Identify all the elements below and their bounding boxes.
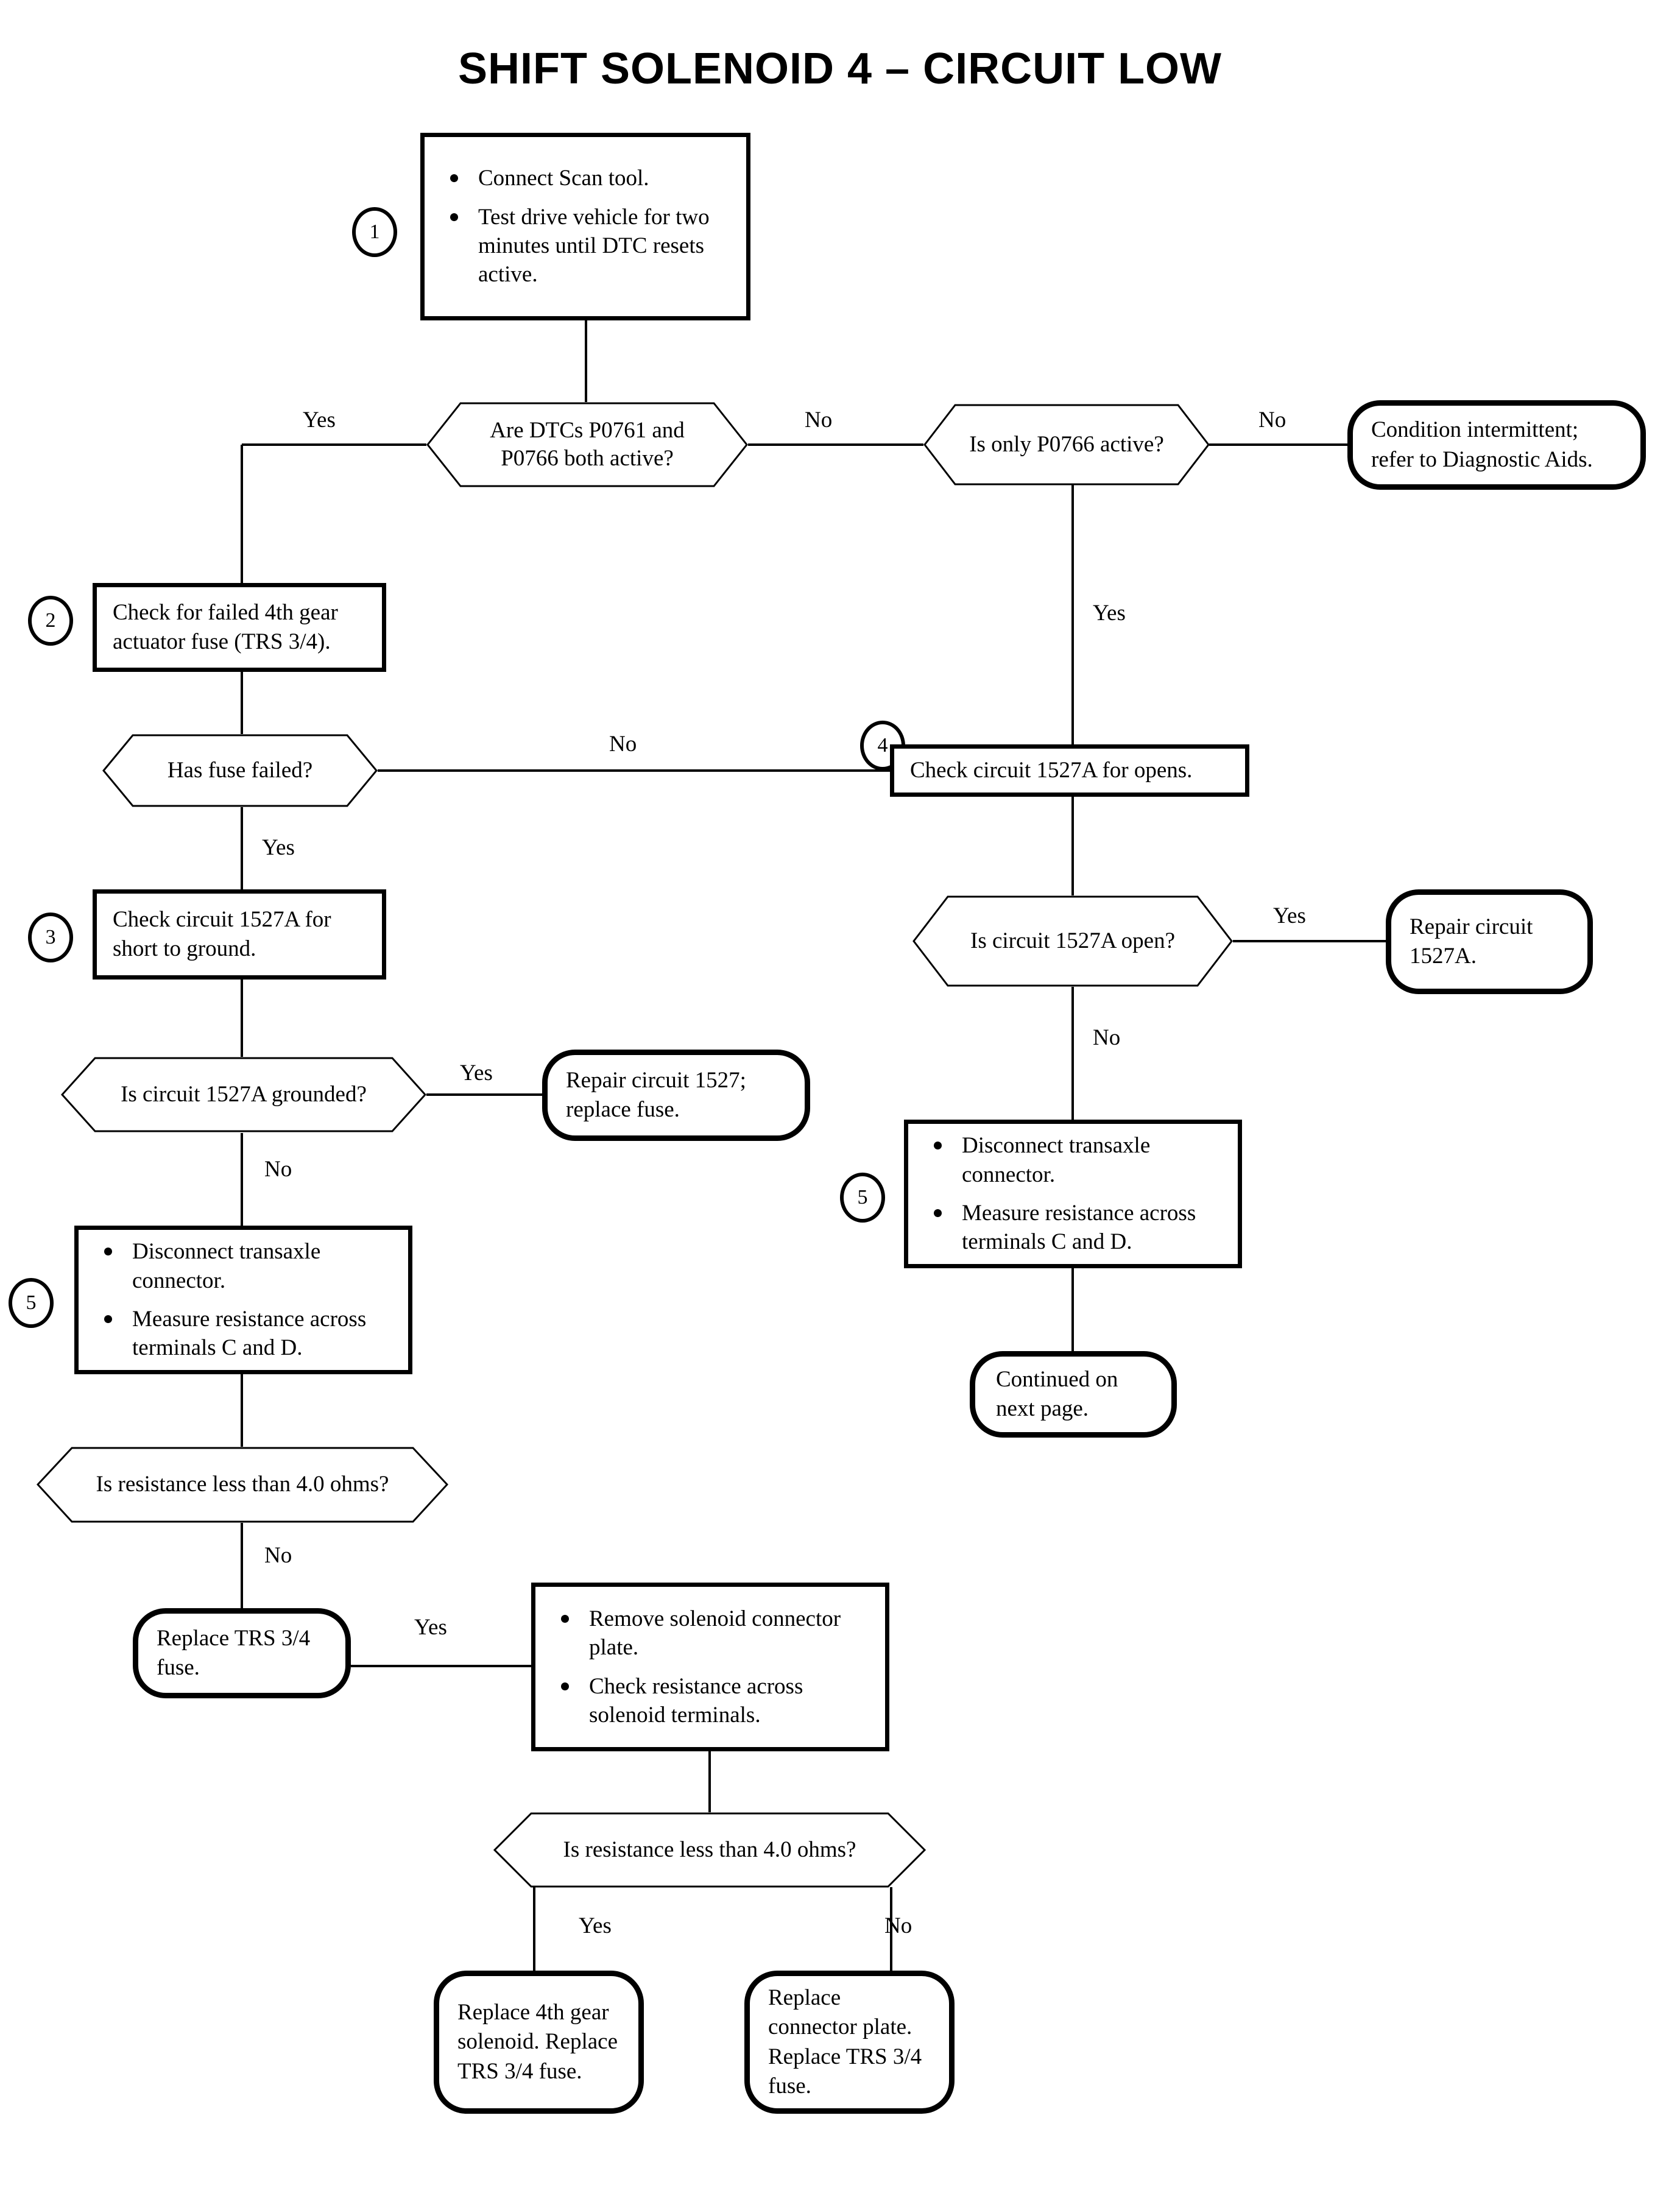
step1-bullet-2: Test drive vehicle for two minutes until…	[440, 203, 730, 289]
edge-label-grounded-no: No	[264, 1157, 292, 1182]
edge-label-grounded-yes: Yes	[460, 1061, 493, 1086]
step-marker-2-label: 2	[45, 609, 56, 632]
node-step1-connect-scan-tool[interactable]: Connect Scan tool. Test drive vehicle fo…	[420, 133, 750, 320]
node-terminal-continued-next-page[interactable]: Continued on next page.	[970, 1351, 1177, 1438]
node-step5-right-disconnect-measure[interactable]: Disconnect transaxle connector. Measure …	[904, 1120, 1242, 1268]
node-decision-resistance-less-than-4-ohms-2[interactable]: Is resistance less than 4.0 ohms?	[493, 1812, 926, 1888]
node-step2-check-failed-fuse[interactable]: Check for failed 4th gear actuator fuse …	[93, 583, 386, 672]
node-decision-resistance-less-than-4-ohms-1[interactable]: Is resistance less than 4.0 ohms?	[37, 1447, 448, 1523]
decision-only-p0766-label: Is only P0766 active?	[969, 431, 1164, 457]
edge-label-dtcs-yes: Yes	[303, 408, 336, 432]
node-step4-check-circuit-opens[interactable]: Check circuit 1527A for opens.	[890, 744, 1249, 797]
step-marker-3-label: 3	[45, 926, 56, 948]
node-terminal-replace-trs-fuse[interactable]: Replace TRS 3/4 fuse.	[133, 1608, 351, 1698]
step-marker-1: 1	[352, 207, 397, 257]
node-decision-has-fuse-failed[interactable]: Has fuse failed?	[102, 734, 378, 807]
node-terminal-repair-circuit-1527a[interactable]: Repair circuit 1527A.	[1386, 889, 1593, 994]
node-terminal-replace-4th-gear-solenoid[interactable]: Replace 4th gear solenoid. Replace TRS 3…	[434, 1971, 644, 2114]
step-marker-5-right: 5	[840, 1173, 885, 1223]
edge-label-only-p0766-no: No	[1258, 408, 1286, 432]
edge-label-circuit-open-no: No	[1093, 1025, 1121, 1050]
step-marker-3: 3	[28, 913, 73, 962]
terminal-replace-trs-fuse-label: Replace TRS 3/4 fuse.	[157, 1625, 311, 1680]
terminal-repair-1527-replace-fuse-label: Repair circuit 1527; replace fuse.	[566, 1067, 746, 1122]
node-terminal-replace-connector-plate[interactable]: Replace connector plate. Replace TRS 3/4…	[744, 1971, 955, 2114]
page-title: SHIFT SOLENOID 4 – CIRCUIT LOW	[457, 44, 1223, 93]
step5-right-bullet-2: Measure resistance across terminals C an…	[924, 1199, 1222, 1257]
edge-label-resistance2-no: No	[884, 1913, 912, 1938]
decision-resistance-2-label: Is resistance less than 4.0 ohms?	[563, 1837, 856, 1862]
step4-label: Check circuit 1527A for opens.	[910, 757, 1193, 783]
step-marker-2: 2	[28, 596, 73, 646]
decision-resistance-1-label: Is resistance less than 4.0 ohms?	[96, 1472, 389, 1497]
node-decision-only-p0766-active[interactable]: Is only P0766 active?	[923, 404, 1210, 485]
edge-label-only-p0766-yes: Yes	[1093, 601, 1126, 626]
step2-label: Check for failed 4th gear actuator fuse …	[113, 599, 338, 654]
node-step3-check-short-to-ground[interactable]: Check circuit 1527A for short to ground.	[93, 889, 386, 980]
terminal-repair-1527a-label: Repair circuit 1527A.	[1410, 914, 1533, 969]
node-terminal-condition-intermittent[interactable]: Condition intermittent; refer to Diagnos…	[1347, 400, 1646, 490]
step1-bullet-1: Connect Scan tool.	[440, 164, 730, 192]
node-decision-circuit-1527a-open[interactable]: Is circuit 1527A open?	[912, 895, 1233, 987]
step3-label: Check circuit 1527A for short to ground.	[113, 906, 331, 961]
edge-label-resistance1-yes: Yes	[414, 1615, 447, 1640]
remove-plate-bullet-1: Remove solenoid connector plate.	[551, 1605, 869, 1662]
edge-label-resistance2-yes: Yes	[579, 1913, 612, 1938]
node-step5-left-disconnect-measure[interactable]: Disconnect transaxle connector. Measure …	[74, 1226, 412, 1374]
edge-label-dtcs-no: No	[805, 408, 833, 432]
step-marker-4-label: 4	[877, 734, 888, 757]
remove-plate-bullet-2: Check resistance across solenoid termina…	[551, 1672, 869, 1730]
step5-left-bullet-1: Disconnect transaxle connector.	[94, 1237, 392, 1295]
terminal-replace-connector-plate-label: Replace connector plate. Replace TRS 3/4…	[768, 1985, 922, 2099]
decision-has-fuse-failed-label: Has fuse failed?	[167, 757, 313, 783]
node-decision-circuit-1527a-grounded[interactable]: Is circuit 1527A grounded?	[61, 1057, 426, 1132]
step-marker-1-label: 1	[369, 221, 380, 243]
edge-label-resistance1-no: No	[264, 1543, 292, 1568]
step-marker-5-left-label: 5	[26, 1291, 37, 1314]
decision-circuit-grounded-label: Is circuit 1527A grounded?	[121, 1081, 367, 1107]
node-decision-dtcs-both-active[interactable]: Are DTCs P0761 and P0766 both active?	[426, 402, 748, 487]
step-marker-5-left: 5	[9, 1278, 54, 1328]
terminal-condition-intermittent-label: Condition intermittent; refer to Diagnos…	[1371, 417, 1593, 472]
edge-label-fuse-failed-no: No	[609, 732, 637, 757]
edge-label-circuit-open-yes: Yes	[1273, 903, 1306, 928]
step-marker-5-right-label: 5	[857, 1186, 868, 1209]
node-terminal-repair-1527-replace-fuse[interactable]: Repair circuit 1527; replace fuse.	[542, 1050, 810, 1141]
step5-right-bullet-1: Disconnect transaxle connector.	[924, 1131, 1222, 1189]
decision-circuit-1527a-open-label: Is circuit 1527A open?	[970, 928, 1175, 953]
node-remove-solenoid-connector-plate[interactable]: Remove solenoid connector plate. Check r…	[531, 1583, 889, 1751]
terminal-replace-solenoid-label: Replace 4th gear solenoid. Replace TRS 3…	[457, 2000, 618, 2084]
decision-dtcs-both-active-label: Are DTCs P0761 and P0766 both active?	[490, 417, 685, 471]
terminal-continued-label: Continued on next page.	[996, 1366, 1118, 1421]
step5-left-bullet-2: Measure resistance across terminals C an…	[94, 1305, 392, 1363]
edge-label-fuse-failed-yes: Yes	[262, 835, 295, 860]
